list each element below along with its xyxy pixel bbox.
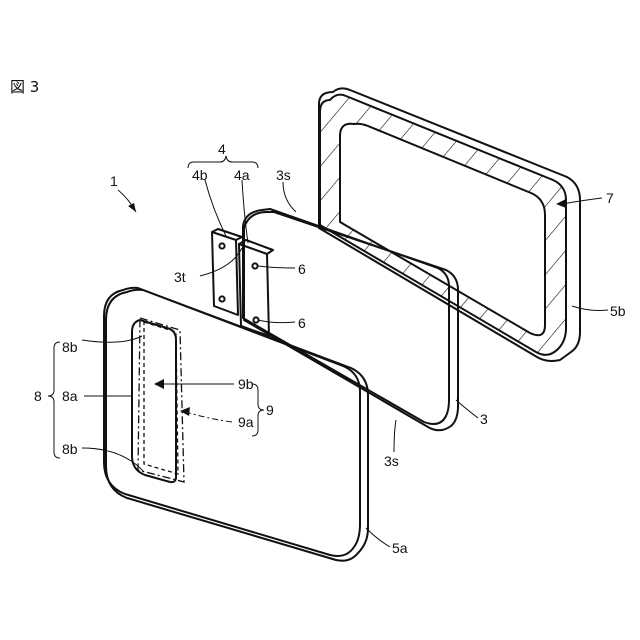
hole-4b-lower (219, 296, 224, 301)
label-sheet-t: 3t (174, 269, 186, 285)
tab-4b (212, 229, 242, 315)
label-window-bottom: 8b (62, 441, 78, 457)
label-sheet-s-top: 3s (276, 167, 291, 183)
label-window-top: 8b (62, 339, 78, 355)
label-hole-lower: 6 (298, 315, 306, 331)
label-frame: 7 (606, 190, 614, 206)
label-tab-a: 4a (234, 167, 250, 183)
label-tab-b: 4b (192, 167, 208, 183)
label-hole-upper: 6 (298, 261, 306, 277)
front-plate-5a (104, 288, 368, 561)
label-window-center: 8a (62, 388, 78, 404)
label-film-a: 9a (238, 414, 254, 430)
label-film-b: 9b (238, 376, 254, 392)
hole-6-lower (253, 317, 258, 322)
hole-6-upper (252, 263, 257, 268)
label-window-group: 8 (34, 388, 42, 404)
label-tab-group: 4 (218, 141, 226, 157)
label-film-group: 9 (266, 402, 274, 418)
label-sheet: 3 (480, 411, 488, 427)
hole-4b-upper (219, 243, 224, 248)
label-sheet-s-bottom: 3s (384, 453, 399, 469)
label-assembly: 1 (110, 173, 118, 189)
label-back-plate: 5b (610, 303, 626, 319)
label-front-plate: 5a (392, 540, 408, 556)
